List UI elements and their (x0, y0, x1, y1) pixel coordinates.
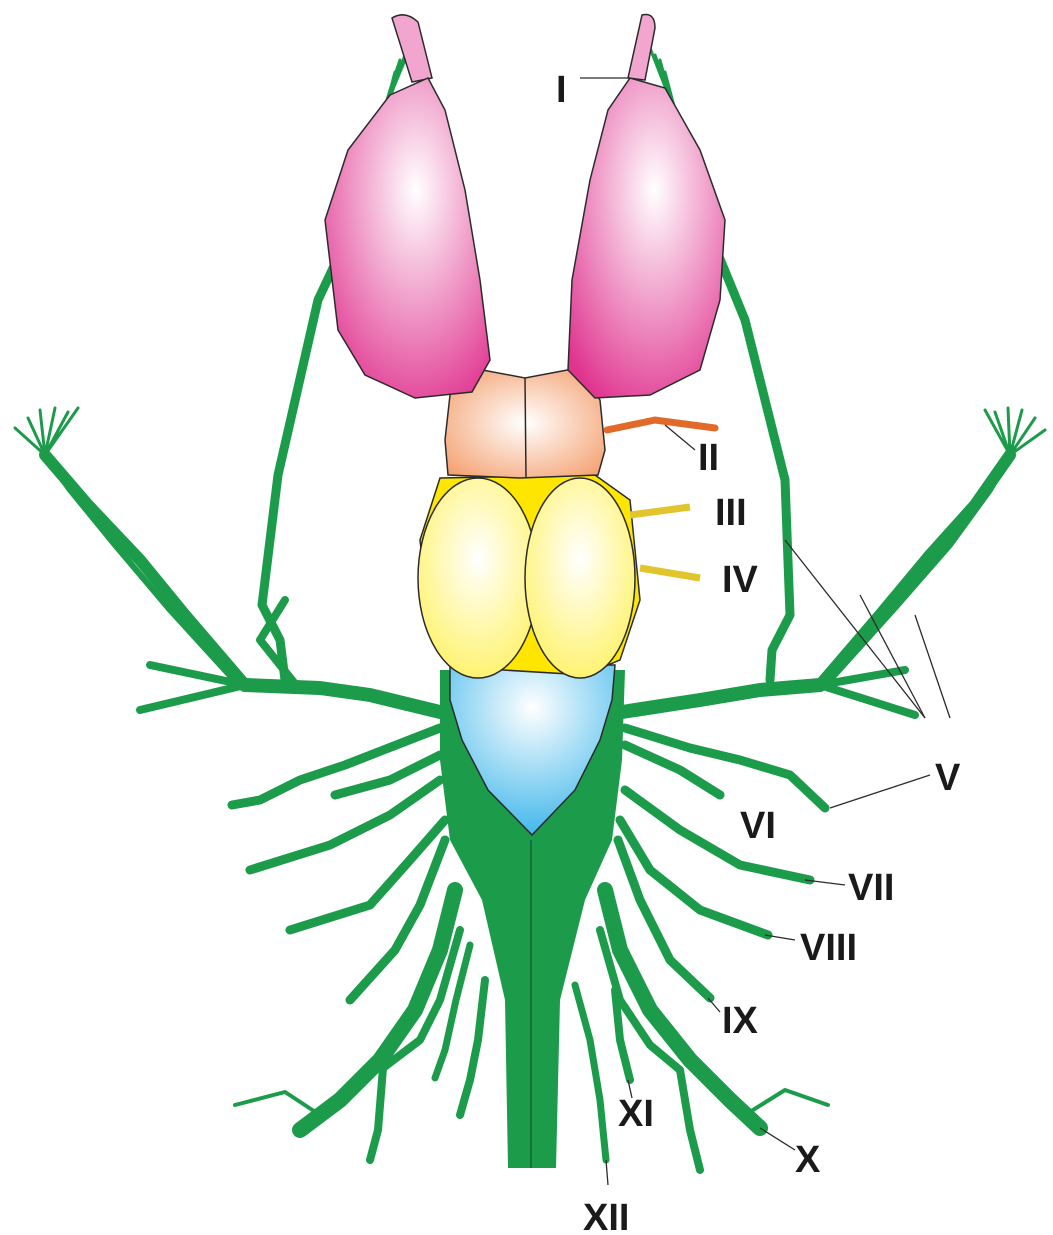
nerve-v-left-arm (45, 455, 245, 685)
label-i: I (556, 69, 567, 111)
label-iv: IV (722, 559, 759, 601)
nerve-v-right-branch-b (820, 685, 915, 715)
nerve-vi-right (625, 728, 825, 808)
leader-v-d (830, 775, 930, 808)
leader-v-c (915, 615, 950, 718)
label-x: X (795, 1139, 821, 1181)
label-vii: VII (848, 867, 894, 909)
nerve-iii-oculomotor (630, 507, 690, 515)
label-v: V (935, 757, 961, 799)
label-xi: XI (618, 1093, 654, 1135)
label-viii: VIII (800, 927, 857, 969)
nerve-v-right-arm (820, 455, 1010, 685)
optic-lobe-left (418, 478, 538, 678)
nerve-x-left-twig (235, 1092, 320, 1115)
cerebral-hemisphere-right (568, 78, 725, 398)
optic-lobe-right (525, 478, 635, 678)
label-iii: III (715, 492, 747, 534)
nerve-v-left-branch-b (140, 685, 245, 710)
nerve-v-left-trunk (245, 685, 440, 712)
diencephalon-midline (525, 378, 526, 478)
nerve-iv-trochlear (640, 568, 700, 578)
nerve-v-right-trunk (622, 685, 820, 712)
leader-ix (708, 998, 720, 1012)
nerve-ii-optic (607, 420, 715, 430)
nerve-v-right-tuft (985, 408, 1045, 455)
label-vi: VI (740, 805, 776, 847)
nerve-ix-left (290, 820, 445, 930)
nerve-xi-left (460, 980, 485, 1115)
cerebral-hemisphere-left (325, 78, 490, 398)
leader-x (760, 1128, 795, 1150)
olfactory-bulb-right (628, 15, 655, 80)
leader-xii (606, 1160, 608, 1185)
label-ii: II (698, 437, 719, 479)
nerve-xii-right (575, 985, 606, 1160)
label-ix: IX (722, 1000, 759, 1042)
nerve-v-left-tuft (15, 408, 78, 455)
label-xii: XII (583, 1197, 629, 1235)
nerve-x-right-twig (745, 1090, 828, 1115)
leader-ii (665, 425, 695, 450)
